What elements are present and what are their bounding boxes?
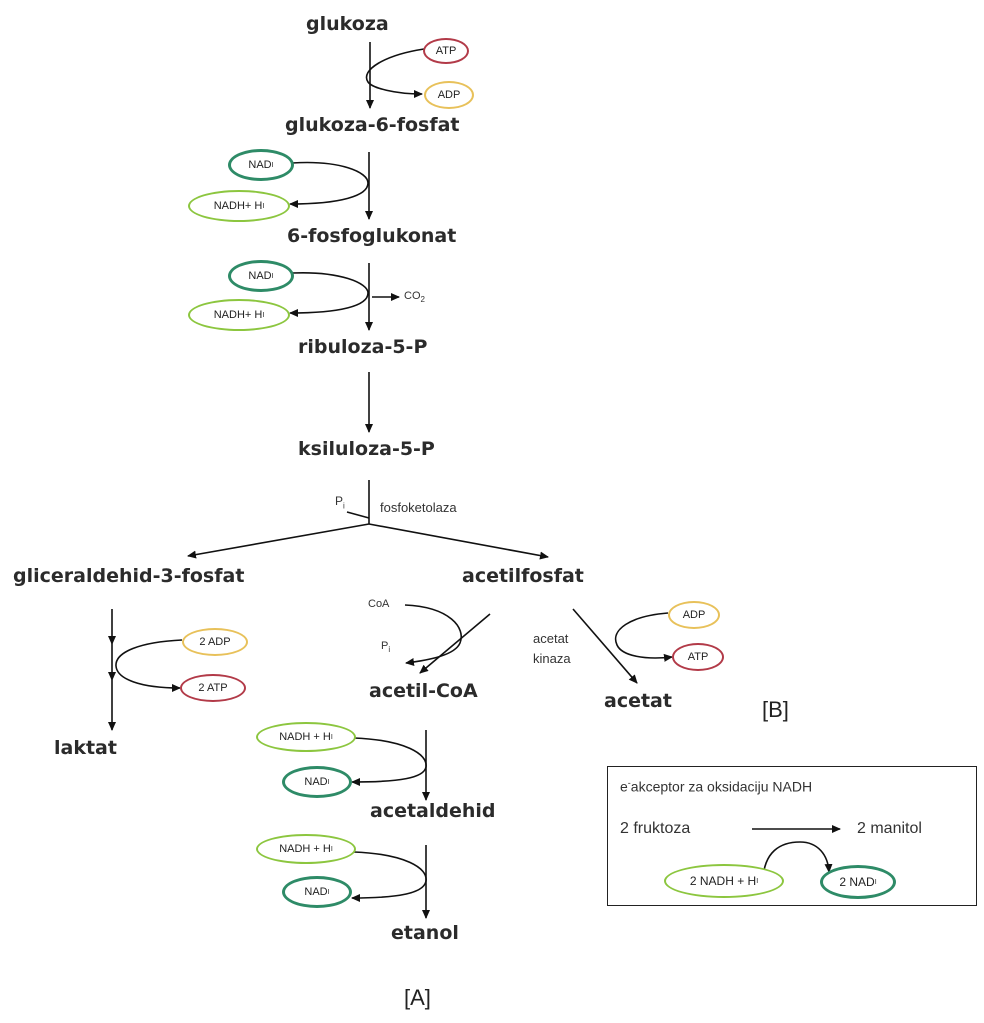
curve-atp-adp (365, 48, 425, 98)
curve-adp-atp (614, 612, 673, 662)
inset-fruktoza: 2 fruktoza (620, 820, 691, 837)
pi-label-2: Pi (381, 640, 391, 655)
acetat-kinaza-label-2: kinaza (533, 651, 571, 666)
arrow-to-gliceraldehid (187, 523, 370, 559)
two-atp-oval: 2 ATP (180, 674, 246, 702)
fosfoketolaza-label: fosfoketolaza (380, 500, 457, 515)
pi-label-1: Pi (335, 494, 345, 511)
curve-inset-nadh-nad (762, 841, 833, 881)
laktat-label: laktat (54, 737, 117, 759)
curve-nad-1 (289, 161, 369, 208)
acetaldehid-label: acetaldehid (370, 800, 496, 822)
nadh-acceptor-inset (607, 766, 977, 906)
atp-oval-acetat: ATP (672, 643, 724, 671)
two-adp-oval: 2 ADP (182, 628, 248, 656)
co2-label: CO2 (404, 290, 425, 305)
6-fosfoglukonat-label: 6-fosfoglukonat (287, 225, 457, 247)
curve-coa-pi (404, 604, 462, 666)
curve-nadh-nad-2 (351, 851, 427, 902)
adp-oval-acetat: ADP (668, 601, 720, 629)
adp-oval: ADP (424, 81, 474, 109)
atp-oval: ATP (423, 38, 469, 64)
curve-nad-2 (289, 272, 369, 317)
glukoza-6-fosfat-label: glukoza-6-fosfat (285, 114, 460, 136)
acetilfosfat-label: acetilfosfat (462, 565, 584, 587)
arrow-to-acetat (572, 608, 638, 684)
inset-title: e-akceptor za oksidaciju NADH (620, 778, 813, 795)
curve-nadh-nad-1 (351, 737, 427, 786)
gliceraldehid-3-fosfat-label: gliceraldehid-3-fosfat (13, 565, 245, 587)
acetil-coa-label: acetil-CoA (369, 680, 478, 702)
line-pi (346, 511, 370, 519)
etanol-label: etanol (391, 922, 459, 944)
acetat-kinaza-label-1: acetat (533, 631, 569, 646)
inset-manitol: 2 manitol (857, 820, 922, 837)
arrow-to-acetilcoa (419, 613, 491, 674)
coa-label: CoA (368, 598, 390, 610)
acetat-label: acetat (604, 690, 672, 712)
glukoza-label: glukoza (306, 13, 389, 35)
ribuloza-5-p-label: ribuloza-5-P (298, 336, 428, 358)
arrow-to-acetilfosfat (368, 523, 549, 560)
ksiluloza-5-p-label: ksiluloza-5-P (298, 438, 435, 460)
curve-2adp-2atp (115, 639, 183, 692)
panel-label-b: [B] (762, 697, 789, 722)
panel-label-a: [A] (404, 985, 431, 1010)
